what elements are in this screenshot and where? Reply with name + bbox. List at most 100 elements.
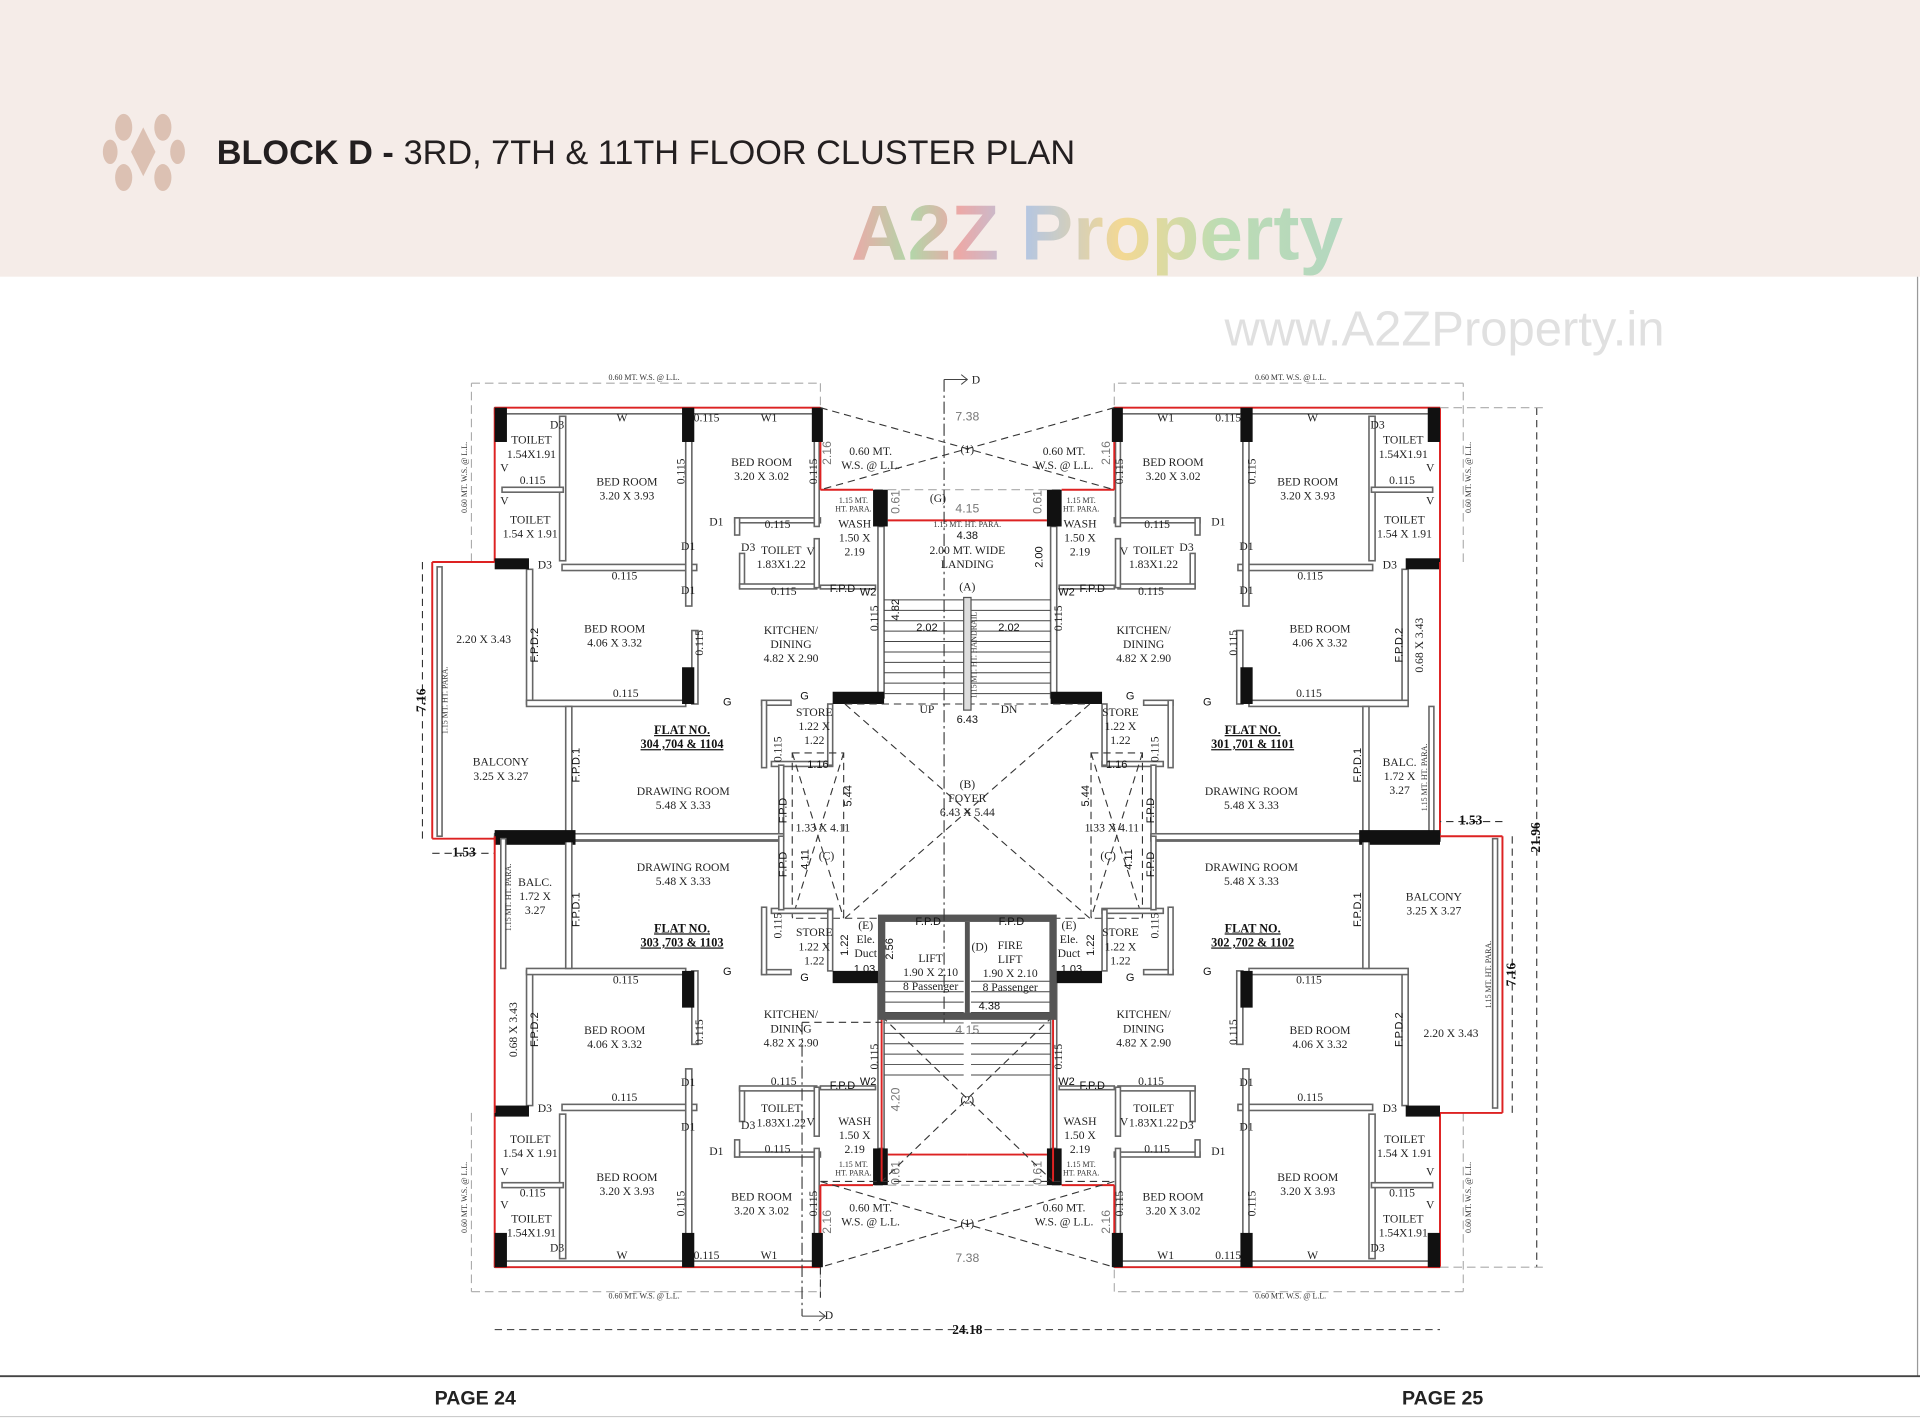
plan-label: D1 xyxy=(1239,1076,1253,1089)
room-label-wash: 2.19 xyxy=(845,1143,866,1156)
plan-label: 0.115 xyxy=(1149,913,1162,939)
plan-label: W1 xyxy=(1157,1249,1174,1262)
plan-label: W1 xyxy=(761,1249,778,1262)
handrail xyxy=(963,596,972,711)
wall xyxy=(760,699,768,769)
column xyxy=(1050,691,1103,704)
room-label-toilet: TOILET xyxy=(510,1133,550,1146)
shaft-label: (C) xyxy=(1100,850,1116,863)
core-label: 2.00 xyxy=(1033,546,1045,567)
room-label-kitchen: DINING xyxy=(770,638,812,651)
flat-number-label: 302 ,702 & 1102 xyxy=(1211,935,1294,949)
ws-label: 0.60 MT. W.S. @ L.L. xyxy=(1255,373,1326,382)
wall xyxy=(738,1086,746,1123)
plan-label: 0.115 xyxy=(1245,458,1258,484)
plan-label: F.P.D xyxy=(1145,852,1157,878)
ws-label: 0.60 MT. W.S. @ L.L. xyxy=(1464,442,1473,513)
ws-label: 0.60 MT. W.S. @ L.L. xyxy=(1255,1291,1326,1300)
column xyxy=(494,1232,507,1268)
column xyxy=(1046,489,1062,527)
plan-label: 0.115 xyxy=(807,1190,820,1216)
plan-label: 0.115 xyxy=(1389,1186,1415,1199)
plan-label: 0.115 xyxy=(1227,1019,1240,1045)
wall xyxy=(1194,1139,1201,1158)
room-label-toilet: 1.54X1.91 xyxy=(1379,448,1428,461)
plan-label: V xyxy=(1120,545,1129,558)
room-label-bedroom: BED ROOM xyxy=(596,475,657,488)
plan-label: G xyxy=(1126,691,1135,703)
plan-label: 0.61 xyxy=(889,490,903,514)
ws-label: 0.60 MT. W.S. @ L.L. xyxy=(1464,1162,1473,1233)
column xyxy=(682,667,695,704)
core-label: Ele. xyxy=(857,933,875,946)
plan-label: D3 xyxy=(1370,419,1384,432)
room-label-drawing-room: 5.48 X 3.33 xyxy=(656,875,711,888)
core-label: FOYER xyxy=(948,792,986,805)
room-label-bedroom: BED ROOM xyxy=(596,1171,657,1184)
flat-number-label: FLAT NO. xyxy=(654,723,710,737)
room-label-bedroom: 4.06 X 3.32 xyxy=(1293,1038,1348,1051)
plan-label: G xyxy=(1126,972,1135,984)
ws-label: 0.60 MT. xyxy=(1043,1201,1086,1214)
plan-label: 0.115 xyxy=(1296,973,1322,986)
room-label-drawing-room: DRAWING ROOM xyxy=(1205,785,1298,798)
column xyxy=(494,1105,529,1117)
plan-label: W2 xyxy=(1058,1076,1075,1088)
core-label: UP xyxy=(920,703,935,716)
plan-label: V xyxy=(806,545,815,558)
wall xyxy=(501,486,565,493)
wall xyxy=(1194,517,1201,536)
wall xyxy=(1242,415,1250,607)
plan-label: D1 xyxy=(681,584,695,597)
plan-label: F.P.D.2 xyxy=(529,1012,541,1047)
room-label-bedroom: BED ROOM xyxy=(1289,1024,1350,1037)
plan-label: 0.115 xyxy=(612,569,638,582)
room-label-wash: 1.50 X xyxy=(1064,531,1096,544)
core-label: (E) xyxy=(1062,919,1077,932)
parapet-label: HT. PARA. xyxy=(835,505,871,514)
room-label-bedroom: 3.20 X 3.93 xyxy=(599,489,654,502)
core-label: 4.38 xyxy=(979,1000,1000,1012)
room-label-toilet: 1.54 X 1.91 xyxy=(503,1147,558,1160)
flat-number-label: FLAT NO. xyxy=(654,921,710,935)
wall xyxy=(1242,1068,1250,1260)
url-watermark: www.A2ZProperty.in xyxy=(1223,302,1664,356)
room-label-store: 1.22 xyxy=(804,734,825,747)
room-label-store: 1.22 X xyxy=(1105,940,1137,953)
column xyxy=(873,489,888,527)
plan-label: 0.115 xyxy=(1149,736,1162,762)
room-label-balcony: BALC. xyxy=(1383,756,1417,769)
plan-label: G xyxy=(723,966,732,978)
wall xyxy=(684,1068,693,1260)
plan-label: 0.115 xyxy=(694,411,720,424)
plan-label: F.P.D xyxy=(830,1080,856,1092)
core-label: LIFT xyxy=(918,952,943,965)
flat-number-label: 301 ,701 & 1101 xyxy=(1211,737,1294,751)
plan-label: 2.16 xyxy=(1099,1210,1113,1234)
flat-number-label: 303 ,703 & 1103 xyxy=(641,935,724,949)
room-label-store: STORE xyxy=(1102,706,1139,719)
core-label: Duct xyxy=(854,947,877,960)
wall xyxy=(760,906,768,976)
column xyxy=(832,691,885,704)
room-label-size: 2.20 X 3.43 xyxy=(1424,1027,1479,1040)
room-label-size: 2.20 X 3.43 xyxy=(456,633,511,646)
wall xyxy=(777,835,785,911)
room-label-toilet: TOILET xyxy=(511,434,551,447)
wall xyxy=(525,967,687,976)
parapet-label: 1.15 MT. HT. PARA. xyxy=(1420,744,1429,812)
plan-label: D1 xyxy=(681,1076,695,1089)
plan-label: F.P.D xyxy=(1145,798,1157,824)
room-label-kitchen: KITCHEN/ xyxy=(1117,1008,1172,1021)
page-title-floors: 3RD, 7TH & 11TH FLOOR CLUSTER PLAN xyxy=(404,134,1076,172)
room-label-kitchen: 4.82 X 2.90 xyxy=(764,1036,819,1049)
wall xyxy=(826,703,834,767)
plan-label: V xyxy=(500,1166,509,1179)
core-label: LANDING xyxy=(941,558,995,571)
ws-label: 0.60 MT. xyxy=(849,1201,892,1214)
column xyxy=(1240,667,1253,704)
plan-label: D3 xyxy=(741,541,755,554)
plan-label: 0.115 xyxy=(771,913,784,939)
room-label-wash: 1.50 X xyxy=(839,531,871,544)
